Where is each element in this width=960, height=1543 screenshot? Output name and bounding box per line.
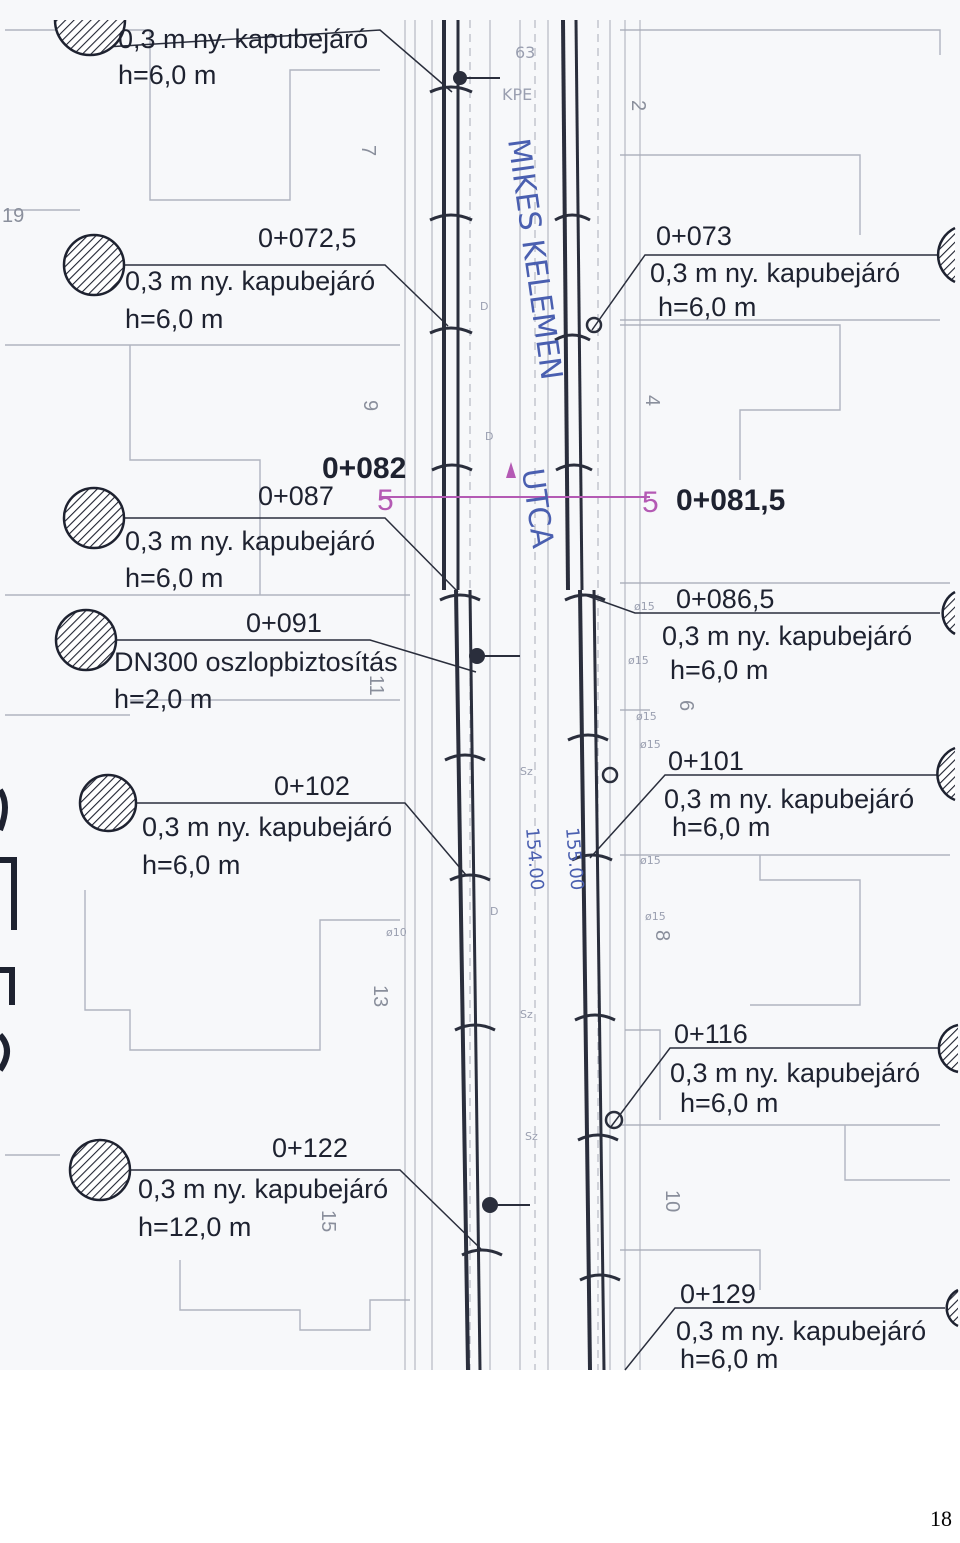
callout-station: 0+129 [680, 1279, 756, 1309]
property-boundaries [5, 29, 950, 1331]
street-name-line2: UTCA [514, 466, 560, 551]
callout-height: h=6,0 m [125, 304, 223, 334]
callout-height: h=6,0 m [670, 655, 768, 685]
callout-markers [53, 19, 959, 1328]
parcel-number: 7 [357, 145, 379, 156]
callout-2: 0+087 0,3 m ny. kapubejáró h=6,0 m [125, 481, 375, 593]
callout-text: 0,3 m ny. kapubejáró [125, 526, 375, 556]
callout-station: 0+086,5 [676, 584, 774, 614]
callout-7: 0+086,5 0,3 m ny. kapubejáró h=6,0 m [662, 584, 912, 685]
callout-text: 0,3 m ny. kapubejáró [125, 266, 375, 296]
callout-4: 0+102 0,3 m ny. kapubejáró h=6,0 m [142, 771, 392, 880]
utility-mark: 63 [515, 43, 535, 62]
scanned-plan-area [0, 0, 960, 1370]
page-number: 18 [930, 1506, 952, 1531]
callout-height: h=12,0 m [138, 1212, 251, 1242]
street-corridor [404, 20, 641, 1370]
parcel-number: 4 [641, 395, 663, 406]
callout-height: h=6,0 m [672, 812, 770, 842]
utility-mark: D [485, 430, 493, 443]
section-marker-left: 5 [377, 484, 394, 517]
callout-text: 0,3 m ny. kapubejáró [138, 1174, 388, 1204]
parcel-number: 9 [359, 400, 381, 411]
street-name-line1: MIKES KELEMEN [500, 136, 569, 382]
parcel-number: 2 [627, 100, 649, 111]
parcel-numbers: 7 2 9 4 11 6 13 8 15 10 19 [2, 100, 697, 1232]
pipe-joints [429, 85, 621, 1282]
callout-text: 0,3 m ny. kapubejáró [142, 812, 392, 842]
utility-mark: ø15 [636, 710, 657, 723]
utility-symbols [453, 71, 624, 1213]
street-name: MIKES KELEMEN UTCA 154.00 155.00 [500, 136, 587, 891]
callout-height: h=6,0 m [142, 850, 240, 880]
callout-station: 0+072,5 [258, 223, 356, 253]
parcel-number: 15 [317, 1210, 339, 1232]
callout-text: 0,3 m ny. kapubejáró [118, 24, 368, 54]
utility-mark: Sz [520, 765, 533, 778]
utility-mark: ø10 [386, 926, 407, 939]
utility-mark: D [480, 300, 488, 313]
parcel-number: 19 [2, 205, 24, 227]
utility-mark: KPE [502, 85, 532, 104]
street-level-2: 155.00 [561, 827, 587, 892]
callout-5: 0+122 0,3 m ny. kapubejáró h=12,0 m [138, 1133, 388, 1242]
callout-1: 0+072,5 0,3 m ny. kapubejáró h=6,0 m [125, 223, 375, 334]
pipelines [442, 19, 606, 1371]
callout-height: h=6,0 m [118, 60, 216, 90]
street-level-1: 154.00 [521, 827, 547, 892]
section-station-right: 0+081,5 [676, 484, 785, 517]
callout-text: 0,3 m ny. kapubejáró [662, 621, 912, 651]
utility-mark: ø15 [628, 654, 649, 667]
callout-0: 0,3 m ny. kapubejáró h=6,0 m [118, 24, 368, 90]
callout-text: DN300 oszlopbiztosítás [114, 647, 398, 677]
callout-station: 0+073 [656, 221, 732, 251]
parcel-number: 6 [675, 700, 697, 711]
callout-height: h=6,0 m [125, 563, 223, 593]
callout-text: 0,3 m ny. kapubejáró [664, 784, 914, 814]
callout-station: 0+087 [258, 481, 334, 511]
callout-8: 0+101 0,3 m ny. kapubejáró h=6,0 m [664, 746, 914, 842]
utility-mark: D [490, 905, 498, 918]
callout-station: 0+101 [668, 746, 744, 776]
cropped-edge-marks [0, 788, 17, 1072]
parcel-number: 13 [369, 985, 391, 1007]
section-station-left: 0+082 [322, 452, 406, 485]
section-marker-right: 5 [642, 486, 659, 519]
callout-station: 0+122 [272, 1133, 348, 1163]
callout-station: 0+091 [246, 608, 322, 638]
callout-height: h=6,0 m [658, 292, 756, 322]
callout-station: 0+102 [274, 771, 350, 801]
utility-mark: ø15 [645, 910, 666, 923]
utility-mark: ø15 [640, 738, 661, 751]
callout-text: 0,3 m ny. kapubejáró [650, 258, 900, 288]
callout-height: h=6,0 m [680, 1344, 778, 1374]
callout-height: h=2,0 m [114, 684, 212, 714]
callout-height: h=6,0 m [680, 1088, 778, 1118]
utility-mark: Sz [520, 1008, 533, 1021]
callout-6: 0+073 0,3 m ny. kapubejáró h=6,0 m [650, 221, 900, 322]
callout-9: 0+116 0,3 m ny. kapubejáró h=6,0 m [670, 1019, 920, 1118]
utility-mark: ø15 [640, 854, 661, 867]
callout-text: 0,3 m ny. kapubejáró [670, 1058, 920, 1088]
parcel-number: 11 [365, 675, 387, 696]
utility-marks: KPE 63 ø15 ø15 ø15 ø15 ø15 ø15 ø10 Sz Sz… [386, 43, 666, 1143]
callout-10: 0+129 0,3 m ny. kapubejáró h=6,0 m [676, 1279, 926, 1374]
cross-section-line: 5 5 0+082 0+081,5 [322, 452, 785, 519]
callout-3: 0+091 DN300 oszlopbiztosítás h=2,0 m [114, 608, 398, 714]
leader-lines [89, 29, 945, 1371]
utility-mark: Sz [525, 1130, 538, 1143]
parcel-number: 10 [661, 1190, 683, 1212]
parcel-number: 8 [651, 930, 673, 941]
callout-station: 0+116 [674, 1019, 748, 1049]
utility-mark: ø15 [634, 600, 655, 613]
callout-text: 0,3 m ny. kapubejáró [676, 1316, 926, 1346]
